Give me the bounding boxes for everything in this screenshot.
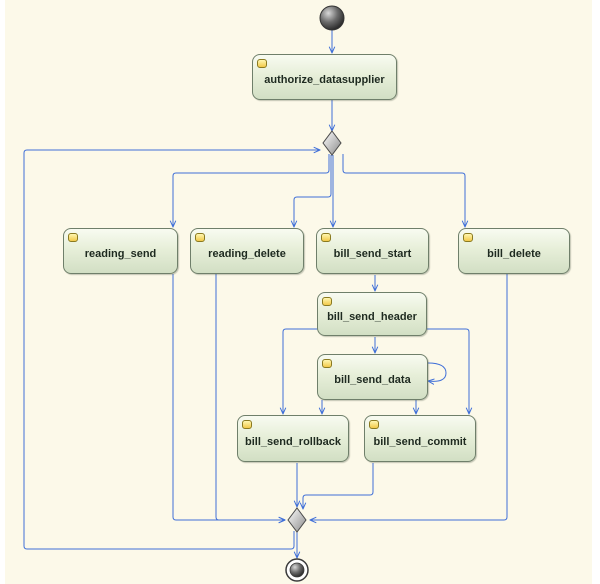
edge-merge-loop-back-to-decision [23, 150, 320, 550]
node-bill-send-rollback[interactable]: bill_send_rollback [237, 415, 349, 462]
node-label: bill_send_commit [373, 435, 467, 448]
node-label: bill_send_header [327, 311, 417, 323]
edge-header-to-commit [426, 328, 469, 414]
edge-header-to-rollback [283, 328, 320, 414]
final-node-icon[interactable] [285, 558, 309, 582]
action-state-icon [257, 59, 267, 68]
node-label: bill_send_start [333, 248, 412, 260]
node-label: bill_delete [487, 248, 541, 260]
node-bill-send-header[interactable]: bill_send_header [317, 292, 427, 336]
edge-data-self-loop [428, 362, 447, 381]
decision-node-icon[interactable] [322, 130, 342, 156]
action-state-icon [68, 233, 78, 242]
node-label: reading_send [84, 248, 157, 260]
node-label: bill_send_data [334, 374, 411, 386]
action-state-icon [242, 420, 252, 429]
edge-reading-send-to-merge [172, 274, 285, 520]
edge-commit-to-merge [303, 463, 374, 509]
node-label: reading_delete [208, 248, 286, 260]
node-reading-delete[interactable]: reading_delete [190, 228, 304, 274]
edge-decision-to-bill-delete [342, 154, 465, 227]
action-state-icon [322, 297, 332, 306]
node-bill-send-data[interactable]: bill_send_data [317, 354, 428, 400]
edge-decision-to-reading-send [173, 154, 330, 227]
node-bill-send-commit[interactable]: bill_send_commit [364, 415, 476, 462]
action-state-icon [322, 359, 332, 368]
node-bill-send-start[interactable]: bill_send_start [316, 228, 429, 274]
initial-node-icon[interactable] [319, 5, 345, 31]
node-reading-send[interactable]: reading_send [63, 228, 178, 274]
node-bill-delete[interactable]: bill_delete [458, 228, 570, 274]
action-state-icon [463, 233, 473, 242]
edge-decision-to-reading-delete [294, 155, 332, 227]
action-state-icon [321, 233, 331, 242]
action-state-icon [195, 233, 205, 242]
action-state-icon [369, 420, 379, 429]
merge-node-icon[interactable] [287, 507, 307, 533]
node-label: bill_send_rollback [245, 435, 341, 448]
edge-reading-delete-to-merge [215, 274, 285, 520]
node-authorize-datasupplier[interactable]: authorize_datasupplier [252, 54, 397, 100]
node-label: authorize_datasupplier [264, 74, 385, 86]
edge-bill-delete-to-merge [310, 274, 508, 520]
